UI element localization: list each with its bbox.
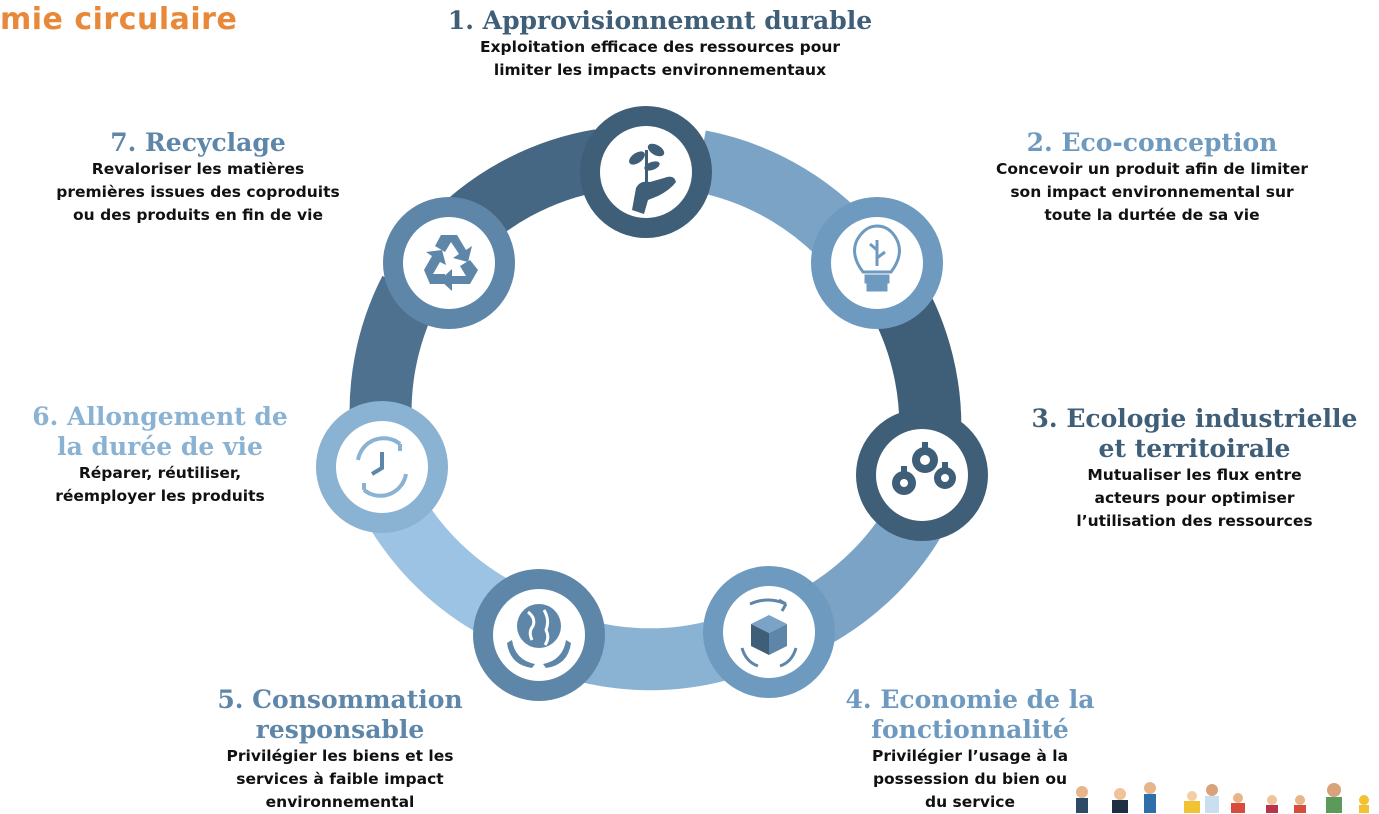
box-cycle-icon: [740, 598, 798, 668]
step-2-title: 2. Eco-conception: [1026, 128, 1278, 157]
leaf-bulb-icon: [853, 224, 901, 292]
step-1-desc-line-2: limiter les impacts environnementaux: [493, 61, 827, 79]
step-6-desc-line-2: réemployer les produits: [55, 487, 265, 505]
node-4: [703, 566, 835, 698]
step-5-desc-line-1: Privilégier les biens et les: [226, 747, 454, 765]
step-5-title-line-1: 5. Consommation: [217, 685, 463, 714]
step-7-title: 7. Recyclage: [110, 128, 286, 157]
step-1-title: 1. Approvisionnement durable: [447, 6, 873, 35]
person-figure: [1326, 783, 1342, 813]
node-5: [473, 569, 605, 701]
node-2: [811, 197, 943, 329]
step-2-desc-line-3: toute la durtée de sa vie: [1044, 206, 1260, 224]
step-3-desc-line-2: acteurs pour optimiser: [1094, 489, 1295, 507]
step-2: 2. Eco-conception Concevoir un produit a…: [932, 128, 1372, 227]
step-6: 6. Allongement de la durée de vie Répare…: [4, 402, 316, 508]
clock-cycle-icon: [356, 436, 408, 498]
person-figure: [1294, 795, 1306, 813]
step-4: 4. Economie de la fonctionnalité Privilé…: [820, 685, 1120, 814]
step-1: 1. Approvisionnement durable Exploitatio…: [410, 6, 910, 82]
step-7-desc-line-1: Revaloriser les matières: [91, 160, 305, 178]
step-4-desc-line-2: possession du bien ou: [872, 770, 1068, 788]
step-3-desc-line-3: l’utilisation des ressources: [1076, 512, 1313, 530]
step-4-desc-line-3: du service: [924, 793, 1016, 811]
node-3: [856, 409, 988, 541]
person-figure: [1359, 795, 1369, 813]
step-5-desc-line-3: environnemental: [265, 793, 415, 811]
step-5-desc-line-2: services à faible impact: [236, 770, 444, 788]
globe-hands-icon: [507, 604, 571, 668]
people-illustration: [1076, 782, 1369, 813]
step-3-title-line-1: 3. Ecologie industrielle: [1031, 404, 1358, 433]
node-1: [580, 106, 712, 238]
gears-icon: [892, 442, 956, 495]
step-2-desc-line-1: Concevoir un produit afin de limiter: [995, 160, 1308, 178]
step-6-title-line-1: 6. Allongement de: [32, 402, 288, 431]
node-6: [316, 401, 448, 533]
step-4-title-line-2: fonctionnalité: [871, 715, 1069, 744]
person-figure: [1112, 788, 1128, 813]
step-6-desc-line-1: Réparer, réutiliser,: [78, 464, 242, 482]
step-6-title-line-2: la durée de vie: [57, 432, 263, 461]
person-figure: [1231, 793, 1245, 813]
step-5: 5. Consommation responsable Privilégier …: [180, 685, 500, 814]
person-figure: [1144, 782, 1156, 813]
step-7-desc-line-3: ou des produits en fin de vie: [73, 206, 323, 224]
person-figure: [1076, 786, 1088, 813]
recycle-icon: [424, 235, 478, 291]
step-4-title-line-1: 4. Economie de la: [845, 685, 1095, 714]
step-4-desc-line-1: Privilégier l’usage à la: [871, 747, 1069, 765]
hand-plant-icon: [629, 143, 676, 214]
step-3-title-line-2: et territoirale: [1098, 434, 1291, 463]
step-2-desc-line-2: son impact environnemental sur: [1010, 183, 1294, 201]
step-5-title-line-2: responsable: [255, 715, 425, 744]
page-title: mie circulaire: [0, 2, 238, 37]
step-7: 7. Recyclage Revaloriser les matières pr…: [8, 128, 388, 227]
step-1-desc-line-1: Exploitation efficace des ressources pou…: [479, 38, 841, 56]
step-3: 3. Ecologie industrielle et territoirale…: [1010, 404, 1379, 533]
person-figure: [1205, 784, 1219, 813]
person-figure: [1266, 795, 1278, 813]
step-3-desc-line-1: Mutualiser les flux entre: [1087, 466, 1302, 484]
step-7-desc-line-2: premières issues des coproduits: [56, 183, 340, 201]
person-figure: [1184, 791, 1200, 813]
node-7: [383, 197, 515, 329]
